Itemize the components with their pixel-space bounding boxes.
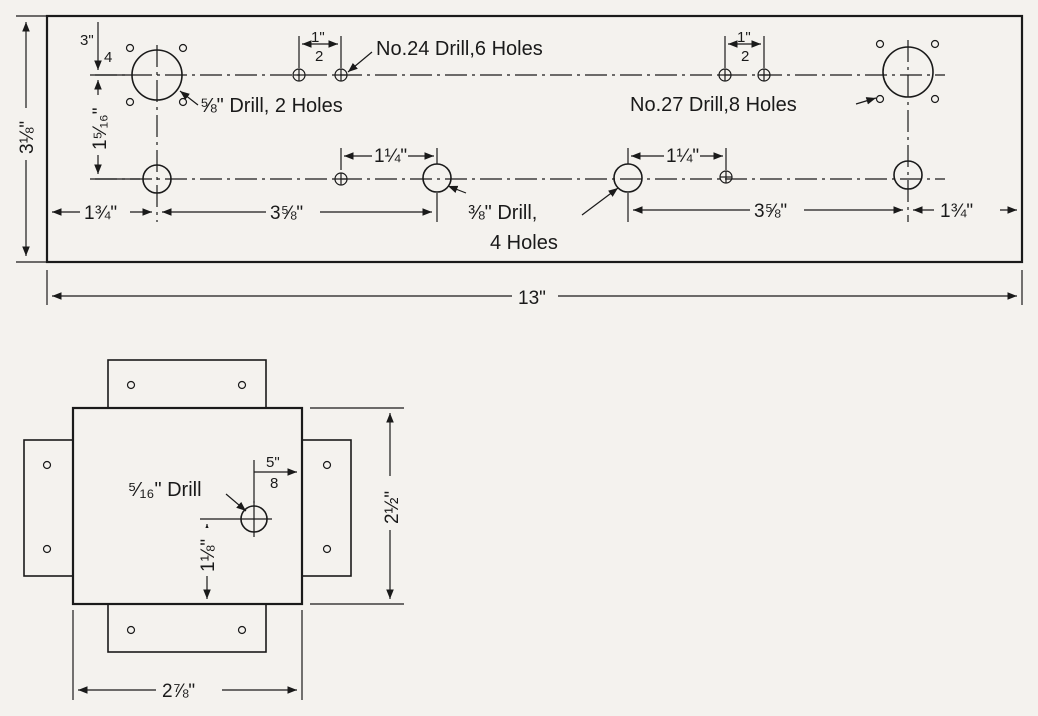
plate-view: 3⅛" 13" 3" 4 1⁵⁄₁₆" 1" 2 1" 2 1¼" [12, 14, 1024, 309]
half-inch-den-left: 2 [315, 48, 323, 65]
half-inch-num-left: 1" [311, 29, 325, 46]
half-inch-num-right: 1" [737, 29, 751, 46]
note-no27: No.27 Drill,8 Holes [630, 94, 797, 116]
bracket-tab-bottom [107, 603, 267, 653]
left-end-label: 1¾" [84, 203, 117, 224]
note-three-eighth-drill-line1: ⅜" Drill, [468, 202, 537, 224]
large-hole-left [131, 49, 183, 101]
bracket-width-label: 2⅞" [162, 681, 195, 702]
bracket-tab-holes [42, 380, 332, 635]
left-span-label: 3⅝" [270, 203, 303, 224]
bracket-drill-note: ⁵⁄₁₆" Drill [128, 479, 202, 501]
top-offset-label: 3" [80, 32, 94, 49]
no24-holes-lower [334, 170, 733, 186]
right-end-label: 1¾" [940, 201, 973, 222]
bracket-tab-left [23, 439, 74, 577]
bracket-vertical-label: 1⅛" [198, 539, 219, 572]
plate-length-label: 13" [518, 288, 546, 309]
bracket-offset-den: 8 [270, 475, 278, 492]
quarter-right-label: 1¼" [666, 146, 699, 167]
bracket-view: ⁵⁄₁₆" Drill 5" 8 1⅛" 2½" 2⅞" [23, 359, 404, 704]
plate-height-label: 3⅛" [17, 121, 38, 154]
row-spacing-label: 1⁵⁄₁₆" [90, 108, 111, 150]
quarter-left-label: 1¼" [374, 146, 407, 167]
top-offset-frac: 4 [104, 49, 112, 66]
half-inch-den-right: 2 [741, 48, 749, 65]
note-no24: No.24 Drill,6 Holes [376, 38, 543, 60]
large-hole-right [882, 46, 934, 98]
bracket-offset-num: 5" [266, 454, 280, 471]
note-five-eighth-drill: ⅝" Drill, 2 Holes [200, 95, 343, 117]
plate-outline [45, 14, 1024, 264]
bracket-body [71, 406, 304, 606]
no24-holes-upper [292, 68, 771, 82]
bracket-tab-right [301, 439, 352, 577]
bracket-height-label: 2½" [382, 491, 403, 524]
bracket-tab-top [107, 359, 267, 409]
right-span-label: 3⅝" [754, 201, 787, 222]
three-eighth-holes [142, 160, 923, 194]
note-three-eighth-drill-line2: 4 Holes [490, 232, 558, 254]
